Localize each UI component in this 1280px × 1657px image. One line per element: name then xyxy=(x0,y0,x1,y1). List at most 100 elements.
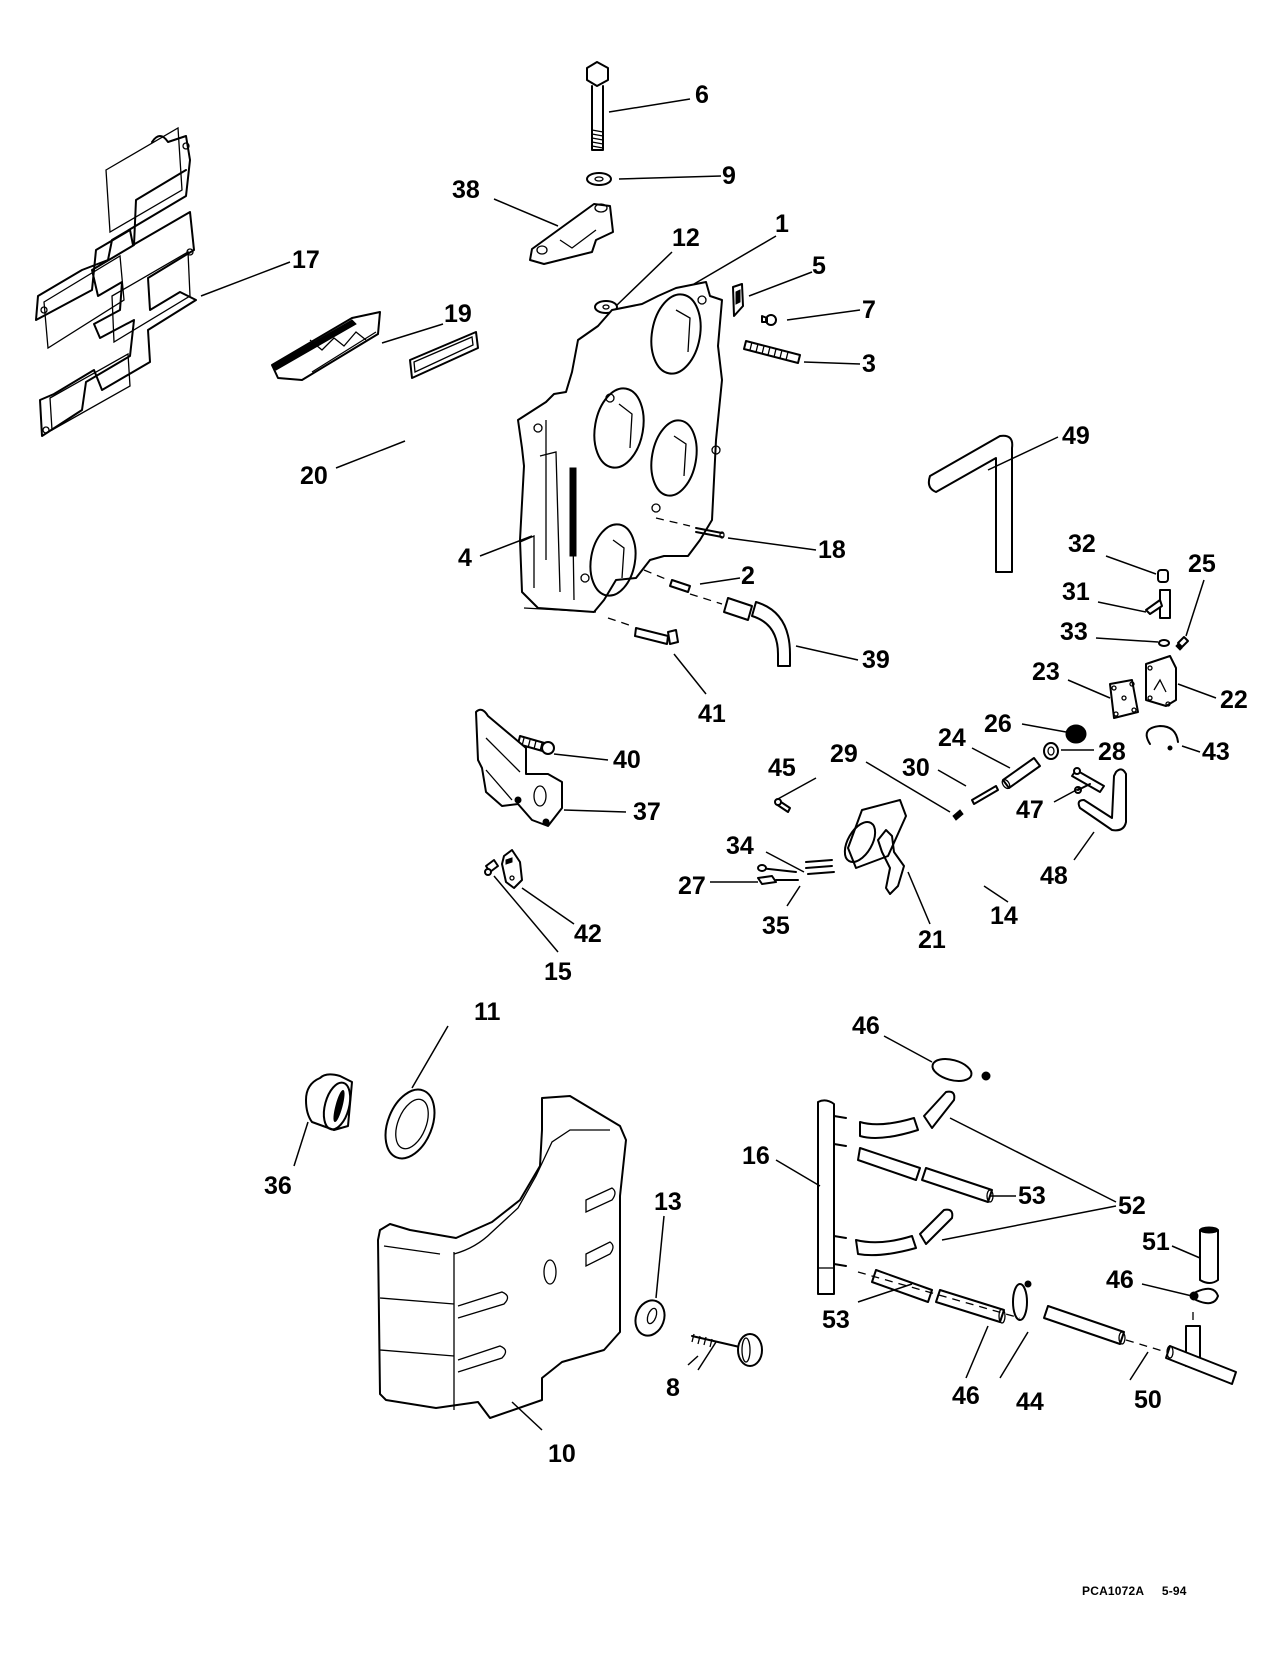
revision-date: 5-94 xyxy=(1161,1584,1187,1598)
callout-18: 18 xyxy=(818,536,846,564)
callout-11: 11 xyxy=(474,998,501,1026)
callout-36: 36 xyxy=(264,1172,292,1200)
part-13-grommet[interactable] xyxy=(631,1296,670,1339)
leader-lines xyxy=(200,98,1217,1431)
part-6-bolt[interactable] xyxy=(586,61,609,151)
callout-19: 19 xyxy=(444,300,472,328)
part-12-washer[interactable] xyxy=(594,300,618,314)
part-19-reed-block[interactable] xyxy=(271,311,381,381)
callout-33: 33 xyxy=(1060,618,1088,646)
callout-1: 1 xyxy=(775,210,789,238)
callout-7: 7 xyxy=(862,296,876,324)
part-44-hose[interactable] xyxy=(1043,1305,1126,1345)
callout-46-top: 46 xyxy=(852,1012,880,1040)
callout-51: 51 xyxy=(1142,1228,1170,1256)
part-21-solenoid[interactable] xyxy=(805,799,907,875)
part-8-screw-knob[interactable] xyxy=(691,1333,763,1367)
part-11-seal[interactable] xyxy=(376,1082,444,1165)
part-10-silencer-cover[interactable] xyxy=(377,1095,627,1419)
part-14-clamp-bracket[interactable] xyxy=(877,829,905,895)
part-9-washer[interactable] xyxy=(586,172,612,186)
part-41-flange-bolt[interactable] xyxy=(607,617,679,645)
part-42-clip[interactable] xyxy=(501,849,523,889)
part-38-lever-arm[interactable] xyxy=(529,203,614,265)
part-24-sleeve[interactable] xyxy=(1001,757,1041,790)
callout-48: 48 xyxy=(1040,862,1068,890)
part-5-clip[interactable] xyxy=(732,283,744,317)
part-23-pump-cover[interactable] xyxy=(1109,679,1139,719)
part-37-bracket[interactable] xyxy=(475,708,563,827)
callout-44: 44 xyxy=(1016,1388,1044,1416)
callout-8: 8 xyxy=(666,1374,680,1402)
callout-38: 38 xyxy=(452,176,480,204)
callout-40: 40 xyxy=(613,746,641,774)
callout-41: 41 xyxy=(698,700,726,728)
callout-26: 26 xyxy=(984,710,1012,738)
part-18-pin[interactable] xyxy=(655,517,725,539)
part-34-terminal[interactable] xyxy=(757,864,797,873)
callout-53-upper: 53 xyxy=(1018,1182,1046,1210)
part-36-grommet[interactable] xyxy=(305,1073,355,1132)
callout-numbers: 6 9 38 12 1 5 7 3 17 19 20 4 18 2 39 41 … xyxy=(264,81,1248,1468)
callout-46-right: 46 xyxy=(1106,1266,1134,1294)
part-3-stud[interactable] xyxy=(743,340,801,364)
part-39-hose[interactable] xyxy=(689,593,791,667)
callout-30: 30 xyxy=(902,754,930,782)
part-53-hose-upper[interactable] xyxy=(857,1147,994,1203)
part-15-screw[interactable] xyxy=(484,859,499,876)
part-50-tee-fitting[interactable] xyxy=(1125,1312,1237,1385)
callout-10: 10 xyxy=(548,1440,576,1468)
callout-21: 21 xyxy=(918,926,946,954)
callout-53-lower: 53 xyxy=(822,1306,850,1334)
callout-12: 12 xyxy=(672,224,700,252)
part-48-hose[interactable] xyxy=(1077,768,1127,832)
part-16-fuel-rail[interactable] xyxy=(817,1099,847,1295)
part-47-tee-fitting[interactable] xyxy=(1071,767,1105,794)
assembly-line xyxy=(857,1271,1021,1319)
part-46-clamp-right[interactable] xyxy=(1189,1287,1219,1305)
part-29-spring[interactable] xyxy=(952,809,964,821)
drawing-number: PCA1072A xyxy=(1082,1584,1145,1598)
part-30-pin[interactable] xyxy=(971,785,999,805)
part-25-screw[interactable] xyxy=(1175,636,1189,651)
callout-52: 52 xyxy=(1118,1192,1146,1220)
part-27-terminal[interactable] xyxy=(757,875,799,885)
part-7-screw[interactable] xyxy=(761,314,777,326)
callout-20: 20 xyxy=(300,462,328,490)
callout-28: 28 xyxy=(1098,738,1126,766)
part-52-elbow-hose[interactable] xyxy=(855,1090,956,1257)
callout-22: 22 xyxy=(1220,686,1248,714)
callout-17: 17 xyxy=(292,246,320,274)
part-46-clamp-top[interactable] xyxy=(930,1055,991,1085)
callout-34: 34 xyxy=(726,832,754,860)
callout-2: 2 xyxy=(741,562,755,590)
callout-31: 31 xyxy=(1062,578,1090,606)
callout-16: 16 xyxy=(742,1142,770,1170)
callout-5: 5 xyxy=(812,252,826,280)
part-17-manifold-gasket[interactable] xyxy=(35,126,197,437)
drawing-footer: PCA1072A 5-94 xyxy=(1082,1584,1201,1598)
part-43-clamp[interactable] xyxy=(1145,725,1179,751)
part-31-fitting[interactable] xyxy=(1145,589,1171,619)
callout-42: 42 xyxy=(574,920,602,948)
part-53-hose-lower[interactable] xyxy=(871,1269,1006,1324)
part-28-spring[interactable] xyxy=(1043,742,1059,760)
part-22-fuel-pump[interactable] xyxy=(1145,655,1177,707)
part-32-cap[interactable] xyxy=(1157,569,1169,583)
callout-50: 50 xyxy=(1134,1386,1162,1414)
callout-15: 15 xyxy=(544,958,572,986)
part-45-screw[interactable] xyxy=(774,798,791,813)
part-33-o-ring[interactable] xyxy=(1158,639,1170,647)
part-49-bent-hose[interactable] xyxy=(927,434,1014,573)
part-46-clamp-middle[interactable] xyxy=(1012,1280,1032,1321)
part-2-fitting[interactable] xyxy=(643,569,691,593)
callout-39: 39 xyxy=(862,646,890,674)
callout-37: 37 xyxy=(633,798,661,826)
part-4-intake-manifold[interactable] xyxy=(517,281,723,613)
part-26-nut[interactable] xyxy=(1065,724,1087,744)
part-20-reed-gasket[interactable] xyxy=(409,331,479,379)
callout-9: 9 xyxy=(722,162,736,190)
part-51-filter[interactable] xyxy=(1199,1226,1219,1284)
callout-6: 6 xyxy=(695,81,709,109)
